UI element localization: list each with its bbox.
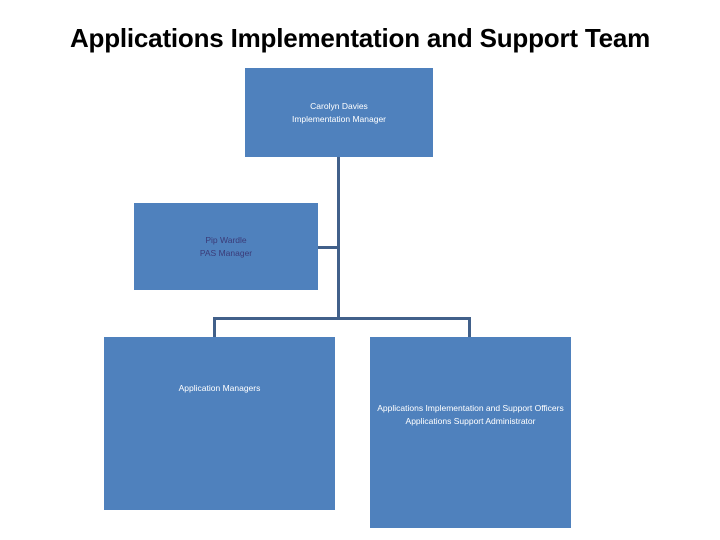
org-node-text: Application Managers	[104, 382, 335, 394]
connector-trunk-vertical	[337, 157, 340, 319]
org-node-role: Applications Implementation and Support …	[377, 403, 564, 414]
org-node-application-managers[interactable]: Application Managers	[104, 337, 335, 510]
org-node-role: PAS Manager	[199, 247, 253, 258]
org-node-support-officers[interactable]: Applications Implementation and Support …	[370, 337, 571, 528]
org-node-role: Implementation Manager	[291, 113, 387, 124]
connector-drop-application-managers	[213, 317, 216, 338]
page-title: Applications Implementation and Support …	[69, 23, 651, 53]
org-node-name: Carolyn Davies	[310, 101, 368, 112]
org-node-text: Carolyn Davies Implementation Manager	[245, 100, 433, 125]
connector-to-pas-manager	[318, 246, 339, 249]
connector-sibling-bar	[213, 317, 471, 320]
org-node-role: Application Managers	[178, 383, 261, 394]
org-node-text: Pip Wardle PAS Manager	[134, 234, 318, 259]
org-node-text: Applications Implementation and Support …	[370, 402, 571, 427]
org-node-implementation-manager[interactable]: Carolyn Davies Implementation Manager	[245, 68, 433, 157]
org-node-pas-manager[interactable]: Pip Wardle PAS Manager	[134, 203, 318, 290]
connector-drop-support-officers	[468, 317, 471, 338]
org-node-name: Pip Wardle	[205, 235, 247, 246]
org-node-role-secondary: Applications Support Administrator	[405, 415, 536, 426]
